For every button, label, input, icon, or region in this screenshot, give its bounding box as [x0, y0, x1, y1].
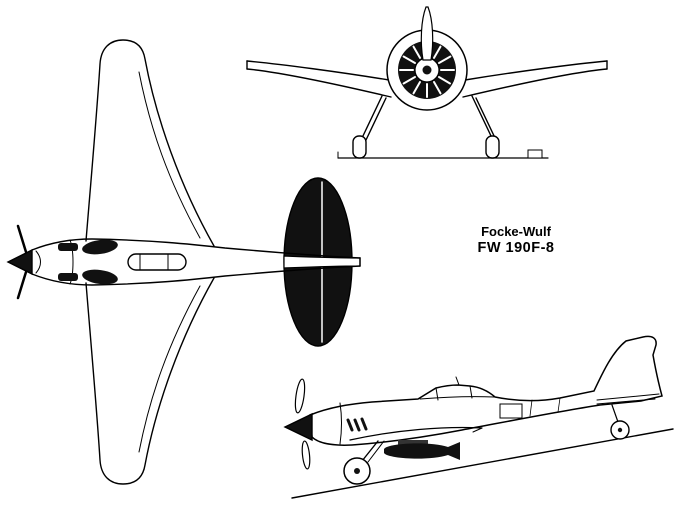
side-view-drawing — [283, 335, 674, 499]
spinner-hub — [422, 65, 432, 75]
main-wheel-front — [485, 135, 500, 159]
antenna-mast — [455, 376, 460, 386]
canopy-top-view — [127, 253, 187, 271]
propeller-blade-vertical — [420, 6, 434, 61]
propeller-spinner — [6, 248, 33, 276]
gear-strut — [475, 97, 497, 141]
side-ground-line — [291, 428, 674, 499]
gear-strut — [361, 95, 383, 139]
bomb — [384, 443, 451, 459]
cowl-panel-line — [339, 402, 342, 445]
aircraft-name: Focke-Wulf — [481, 224, 551, 239]
gear-strut-side — [361, 440, 379, 462]
wheel-chock — [527, 149, 543, 159]
front-view-drawing — [246, 6, 608, 159]
gun-trough — [58, 273, 78, 281]
propeller-blade — [16, 270, 28, 300]
wing-root-bay — [82, 239, 118, 255]
fuselage-hatch — [499, 403, 523, 419]
fuselage-outline-bottom — [31, 265, 361, 286]
propeller-blade-side — [294, 378, 306, 414]
tailwheel-strut — [611, 404, 619, 423]
aileron-line-upper — [138, 71, 201, 239]
fuselage-outline-top — [31, 238, 361, 259]
right-wing-front — [464, 60, 608, 81]
canopy-frame-side — [469, 385, 473, 399]
cowl-flap-line — [69, 239, 74, 285]
wing-root-bay — [82, 269, 118, 285]
gun-trough — [58, 243, 78, 251]
top-view-drawing — [6, 39, 361, 485]
bomb-fins — [448, 442, 460, 460]
title-block: Focke-Wulf FW 190F-8 — [456, 224, 576, 257]
gear-strut — [471, 95, 493, 139]
tailplane-side — [596, 393, 660, 401]
left-wing-front — [246, 68, 392, 98]
gear-door-side — [367, 440, 385, 463]
tailplane-side — [596, 398, 656, 405]
tail-wheel-hub — [617, 427, 623, 433]
wing-root-side — [349, 426, 483, 441]
main-wheel-hub — [354, 468, 360, 474]
left-wing-front — [246, 60, 390, 81]
fuselage-profile — [309, 335, 663, 446]
aileron-line-lower — [138, 285, 201, 453]
propeller-blade-side — [301, 440, 311, 470]
panel-line — [557, 397, 561, 413]
cockpit-sill-line — [419, 396, 495, 400]
wing-outline-lower — [85, 277, 215, 485]
panel-line — [529, 399, 533, 417]
cowl-ring-line — [35, 250, 41, 274]
wing-outline-upper — [85, 39, 215, 247]
propeller-blade — [16, 224, 28, 254]
wing-trailing-edge-side — [472, 427, 483, 433]
right-wing-front — [462, 68, 608, 98]
exhaust-stubs — [346, 417, 368, 432]
main-wheel-front — [352, 135, 367, 159]
propeller-spinner-side — [283, 412, 313, 442]
gear-strut — [365, 97, 387, 141]
aircraft-designation: FW 190F-8 — [477, 239, 555, 256]
